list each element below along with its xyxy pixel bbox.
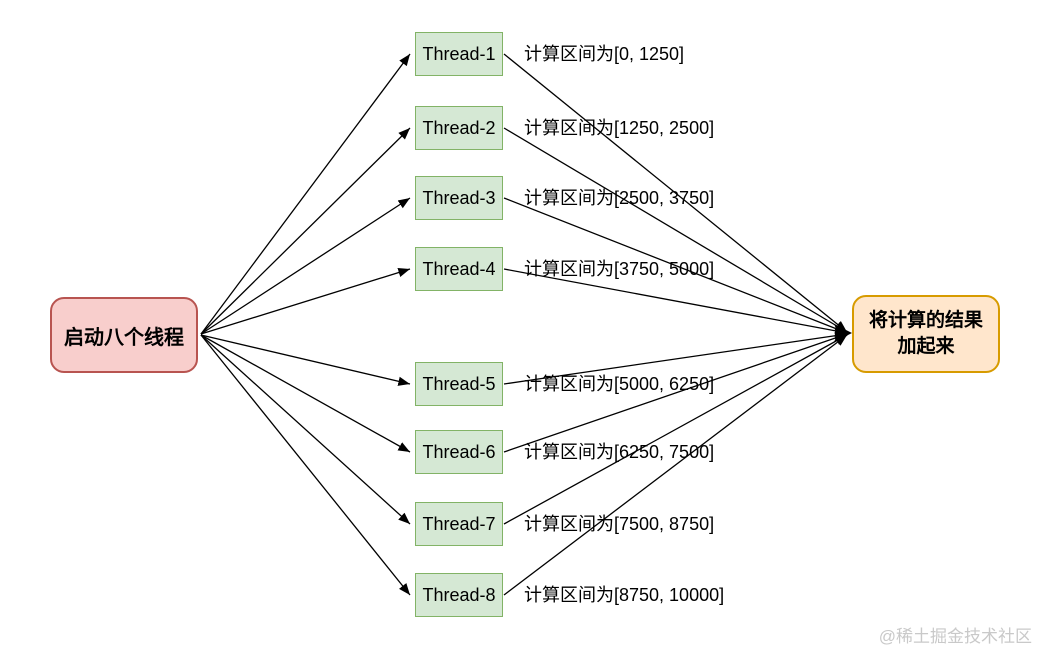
thread-node-7: Thread-7 [415, 502, 503, 546]
thread-node-5: Thread-5 [415, 362, 503, 406]
thread-range-label-6: 计算区间为[6250, 7500] [524, 442, 715, 462]
thread-range-label-5: 计算区间为[5000, 6250] [524, 374, 715, 394]
thread-node-label: Thread-2 [422, 117, 496, 138]
thread-node-label: Thread-1 [422, 43, 496, 64]
thread-node-3: Thread-3 [415, 176, 503, 220]
thread-range-label-1: 计算区间为[0, 1250] [524, 44, 685, 64]
thread-range-label-3: 计算区间为[2500, 3750] [524, 188, 715, 208]
thread-node-label: Thread-5 [422, 373, 496, 394]
start-node-label: 启动八个线程 [64, 326, 184, 349]
thread-node-2: Thread-2 [415, 106, 503, 150]
start-node: 启动八个线程 [50, 297, 198, 373]
fanout-arrows [200, 53, 411, 596]
thread-node-label: Thread-6 [422, 441, 496, 462]
converge-arrowhead [834, 324, 852, 342]
end-node: 将计算的结果 加起来 [852, 295, 1000, 373]
thread-node-6: Thread-6 [415, 430, 503, 474]
fanin-arrows [503, 53, 848, 596]
end-node-label-line2: 加起来 [897, 336, 955, 357]
thread-node-8: Thread-8 [415, 573, 503, 617]
thread-node-label: Thread-4 [422, 258, 496, 279]
thread-range-label-4: 计算区间为[3750, 5000] [524, 259, 715, 279]
thread-node-label: Thread-8 [422, 584, 496, 605]
thread-node-1: Thread-1 [415, 32, 503, 76]
thread-node-label: Thread-3 [422, 187, 496, 208]
thread-node-4: Thread-4 [415, 247, 503, 291]
thread-range-label-2: 计算区间为[1250, 2500] [524, 118, 715, 138]
watermark: @稀土掘金技术社区 [878, 627, 1032, 646]
thread-node-label: Thread-7 [422, 513, 496, 534]
thread-range-label-8: 计算区间为[8750, 10000] [524, 585, 725, 605]
end-node-label-line1: 将计算的结果 [868, 310, 983, 332]
thread-range-label-7: 计算区间为[7500, 8750] [524, 514, 715, 534]
